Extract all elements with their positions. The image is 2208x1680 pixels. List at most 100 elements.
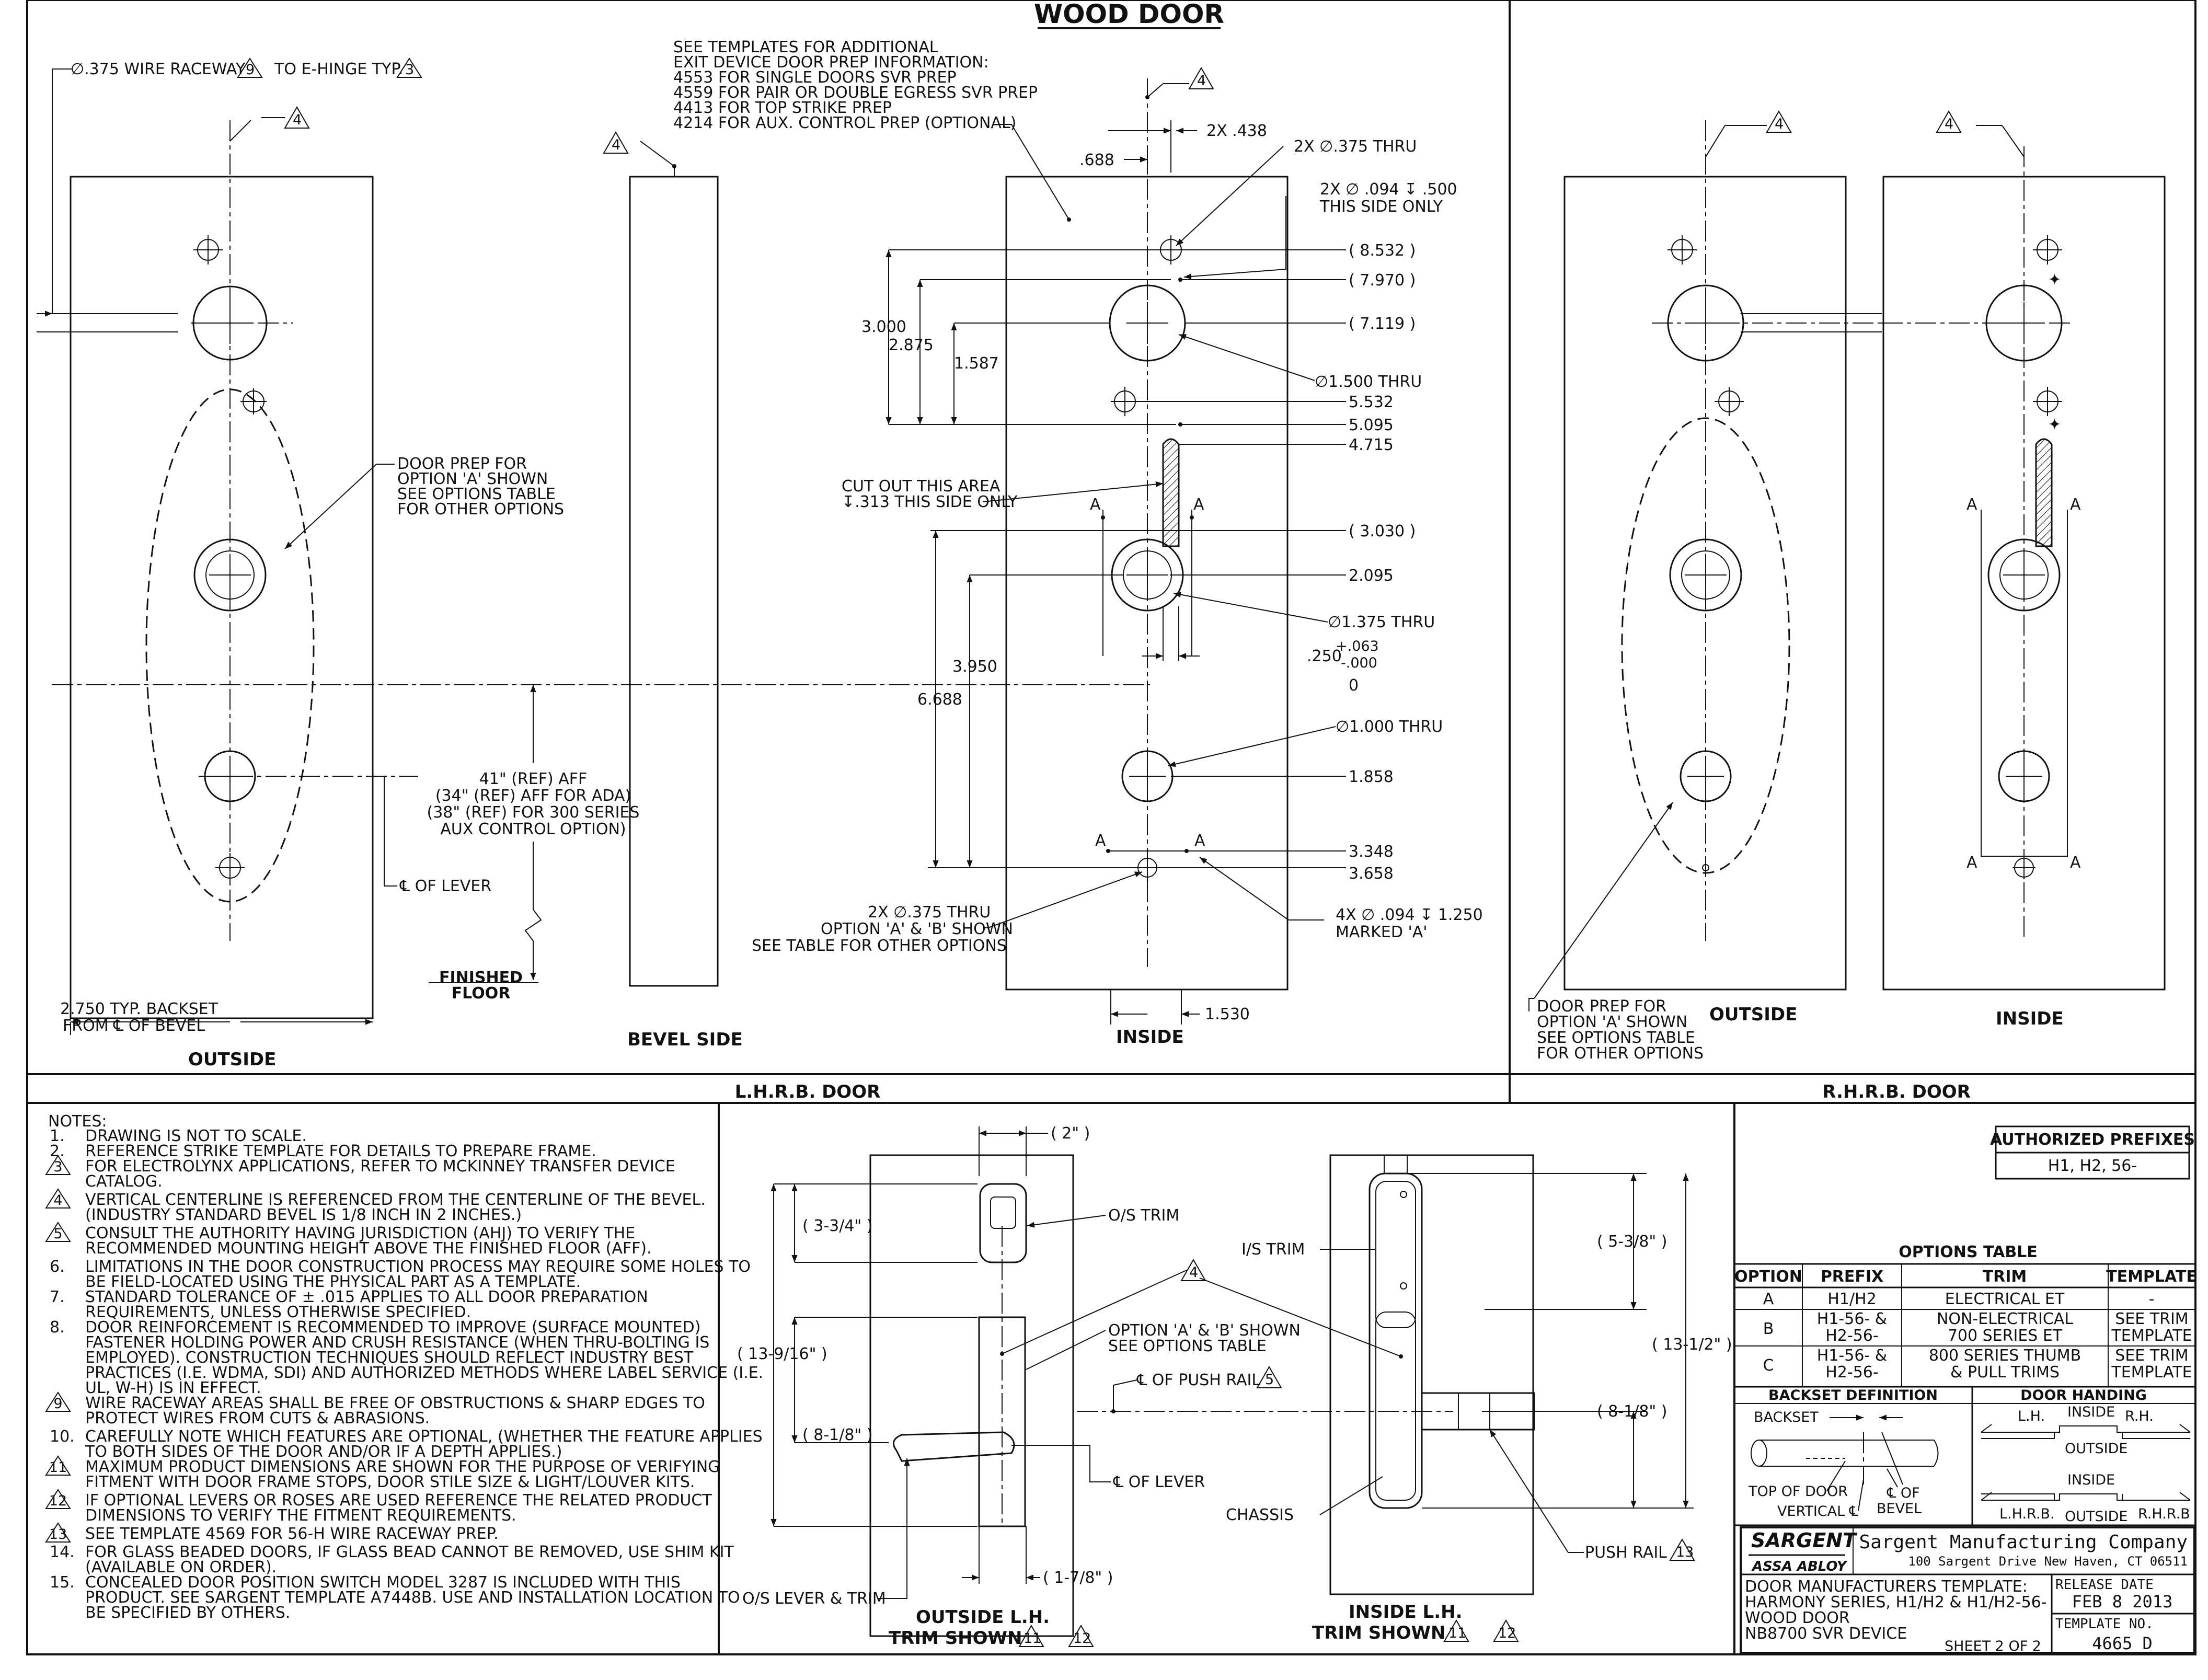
svg-text:FINISHED: FINISHED [439,969,523,987]
lh-outside-view: 4 DOOR PREP FOR OPTION 'A' SHOWN SEE OPT… [37,106,1150,1070]
svg-text:BEVEL SIDE: BEVEL SIDE [627,1029,743,1050]
svg-text:3.658: 3.658 [1349,865,1394,883]
svg-text:PUSH RAIL: PUSH RAIL [1585,1544,1667,1562]
note-text: PRACTICES (I.E. WDMA, SDI) AND AUTHORIZE… [85,1364,763,1382]
note-number: 7. [50,1288,65,1306]
note-text: CONSULT THE AUTHORITY HAVING JURISDICTIO… [85,1224,635,1242]
svg-text:TEMPLATE: TEMPLATE [2106,1268,2197,1286]
note-text: BE SPECIFIED BY OTHERS. [85,1604,290,1622]
svg-text:A: A [2070,496,2081,514]
svg-text:A: A [1966,854,1977,872]
svg-text:∅1.000 THRU: ∅1.000 THRU [1336,718,1443,736]
svg-text:O/S LEVER & TRIM: O/S LEVER & TRIM [742,1590,886,1608]
svg-text:EXIT DEVICE DOOR PREP INFORMAT: EXIT DEVICE DOOR PREP INFORMATION: [673,53,989,72]
svg-text:SEE OPTIONS TABLE: SEE OPTIONS TABLE [1108,1337,1267,1355]
svg-text:DOOR PREP FOR: DOOR PREP FOR [1537,997,1666,1016]
svg-text:DOOR MANUFACTURERS TEMPLATE:: DOOR MANUFACTURERS TEMPLATE: [1745,1578,2028,1596]
note-item: 7. STANDARD TOLERANCE OF ± .015 APPLIES T… [50,1288,648,1321]
note-text: DOOR REINFORCEMENT IS RECOMMENDED TO IMP… [85,1318,700,1337]
svg-text:℄ OF: ℄ OF [1887,1485,1920,1501]
svg-text:4665 D: 4665 D [2092,1633,2153,1653]
svg-text:OUTSIDE: OUTSIDE [188,1049,276,1070]
svg-text:2.750 TYP. BACKSET: 2.750 TYP. BACKSET [60,1000,218,1018]
svg-text:4: 4 [1775,116,1784,132]
svg-text:.250: .250 [1307,647,1342,665]
svg-text:3: 3 [405,62,414,78]
svg-text:-.000: -.000 [1341,655,1377,671]
drawing-title: WOOD DOOR [1034,0,1224,29]
svg-text:A: A [1194,832,1205,850]
svg-text:℄ OF PUSH RAIL: ℄ OF PUSH RAIL [1136,1371,1260,1389]
note-number: 4 [53,1192,62,1209]
svg-text:FEB 8 2013: FEB 8 2013 [2072,1592,2173,1612]
svg-text:SHEET 2 OF 2: SHEET 2 OF 2 [1945,1638,2041,1654]
note-text: WIRE RACEWAY AREAS SHALL BE FREE OF OBST… [85,1394,705,1412]
svg-text:VERTICAL ℄: VERTICAL ℄ [1777,1503,1859,1520]
svg-text:CHASSIS: CHASSIS [1226,1506,1294,1524]
svg-text:C: C [1763,1356,1774,1375]
svg-text:( 5-3/8" ): ( 5-3/8" ) [1597,1233,1667,1251]
svg-text:(38" (REF) FOR 300 SERIES: (38" (REF) FOR 300 SERIES [427,803,640,822]
note-text: VERTICAL CENTERLINE IS REFERENCED FROM T… [85,1191,706,1209]
svg-text:41" (REF) AFF: 41" (REF) AFF [479,770,588,788]
svg-text:FOR OTHER OPTIONS: FOR OTHER OPTIONS [397,500,564,519]
section-label-rhrb: R.H.R.B. DOOR [1822,1081,1971,1102]
note-text: (AVAILABLE ON ORDER). [85,1558,277,1577]
svg-text:1.587: 1.587 [954,354,999,373]
svg-text:2X .438: 2X .438 [1206,122,1267,140]
note-number: 15. [50,1573,75,1592]
svg-text:4559 FOR PAIR OR DOUBLE EGRESS: 4559 FOR PAIR OR DOUBLE EGRESS SVR PREP [673,84,1038,102]
note-number: 8. [50,1318,65,1337]
svg-text:✦: ✦ [2048,271,2061,289]
svg-text:4.715: 4.715 [1349,436,1394,454]
note-text: CATALOG. [85,1172,163,1191]
templates-note: SEE TEMPLATES FOR ADDITIONAL EXIT DEVICE… [673,38,1071,222]
svg-text:11: 11 [1448,1625,1466,1641]
svg-text:B: B [1763,1320,1774,1338]
svg-text:∅1.375 THRU: ∅1.375 THRU [1328,613,1435,631]
svg-text:1.858: 1.858 [1349,768,1394,786]
note-item: 6.LIMITATIONS IN THE DOOR CONSTRUCTION P… [50,1258,751,1291]
svg-text:INSIDE: INSIDE [2067,1404,2115,1420]
svg-text:TEMPLATE NO.: TEMPLATE NO. [2055,1616,2154,1632]
note-item: 14.FOR GLASS BEADED DOORS, IF GLASS BEAD… [50,1543,734,1577]
svg-text:( 7.119 ): ( 7.119 ) [1349,315,1416,333]
note-text: RECOMMENDED MOUNTING HEIGHT ABOVE THE FI… [85,1239,652,1258]
brand-logo: SARGENT [1751,1529,1858,1552]
options-table: OPTIONS TABLE OPTION PREFIX TRIM TEMPLAT… [1733,1243,2197,1388]
svg-text:2X ∅.375 THRU: 2X ∅.375 THRU [868,903,991,922]
note-text: CAREFULLY NOTE WHICH FEATURES ARE OPTION… [85,1428,763,1446]
note-text: SEE TEMPLATE 4569 FOR 56-H WIRE RACEWAY … [85,1525,499,1543]
note-item: 15.CONCEALED DOOR POSITION SWITCH MODEL … [50,1573,740,1622]
svg-text:( 7.970 ): ( 7.970 ) [1349,271,1416,290]
svg-text:11: 11 [1024,1630,1041,1647]
section-label-lhrb: L.H.R.B. DOOR [735,1081,881,1102]
door-handing: DOOR HANDING L.H. INSIDE R.H. OUTSIDE IN… [1971,1386,2196,1526]
mounting-height-note: 41" (REF) AFF (34" (REF) AFF FOR ADA) (3… [427,685,640,1003]
svg-text:( 3.030 ): ( 3.030 ) [1349,522,1416,540]
svg-text:(34" (REF) AFF FOR ADA): (34" (REF) AFF FOR ADA) [435,787,631,805]
notes-heading: NOTES: [48,1112,107,1131]
svg-text:4: 4 [293,112,302,128]
svg-text:BACKSET DEFINITION: BACKSET DEFINITION [1768,1387,1938,1403]
note-number: 6. [50,1258,65,1276]
svg-text:SEE OPTIONS TABLE: SEE OPTIONS TABLE [397,485,556,503]
note-number: 3 [53,1159,62,1175]
svg-text:( 13-9/16" ): ( 13-9/16" ) [737,1345,827,1363]
sheet-border [26,0,2196,1655]
svg-text:NB8700 SVR DEVICE: NB8700 SVR DEVICE [1745,1625,1907,1643]
svg-text:9: 9 [246,62,255,78]
svg-text:4X ∅ .094 ↧ 1.250: 4X ∅ .094 ↧ 1.250 [1336,906,1483,924]
note-text: EMPLOYED). CONSTRUCTION TECHNIQUES SHOUL… [85,1349,694,1367]
svg-text:2.875: 2.875 [889,336,934,354]
svg-text:2.095: 2.095 [1349,567,1394,585]
svg-text:R.H.: R.H. [2125,1408,2154,1424]
note-text: FOR GLASS BEADED DOORS, IF GLASS BEAD CA… [85,1543,734,1561]
note-text: STANDARD TOLERANCE OF ± .015 APPLIES TO … [85,1288,648,1306]
svg-text:INSIDE: INSIDE [1996,1008,2064,1029]
note-text: BE FIELD-LOCATED USING THE PHYSICAL PART… [85,1273,581,1291]
